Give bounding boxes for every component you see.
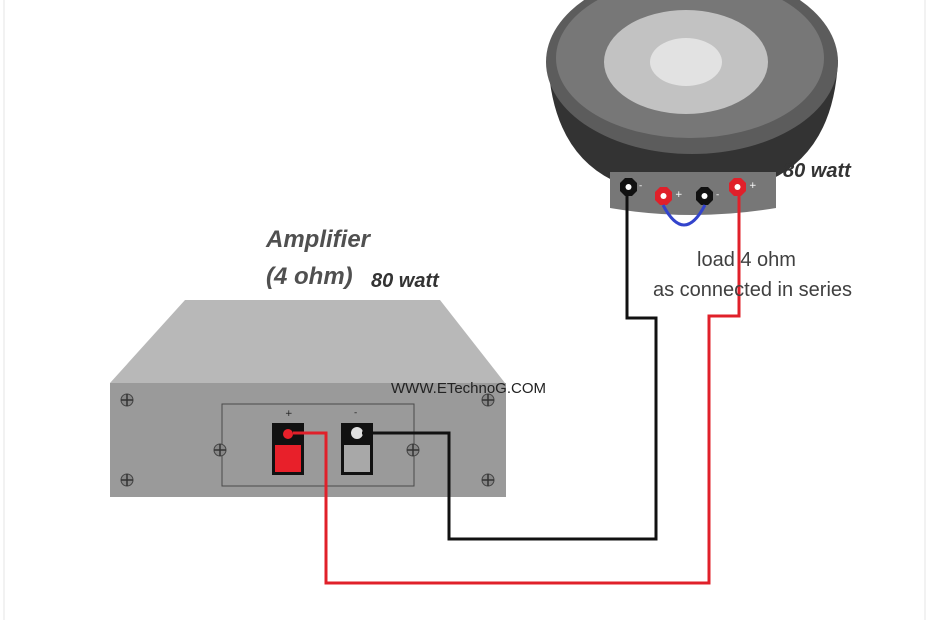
positive-wire <box>293 192 741 585</box>
series-jumper-wire <box>661 204 707 227</box>
amplifier-title: Amplifier <box>266 226 371 253</box>
speaker <box>546 0 838 227</box>
amp-negative-terminal[interactable] <box>341 423 373 475</box>
speaker-terminal-plus-1[interactable] <box>655 187 672 205</box>
amplifier-top-face <box>110 300 505 383</box>
screw-icon <box>120 393 134 407</box>
screw-icon <box>481 473 495 487</box>
speaker-dust-cap <box>650 38 722 86</box>
screw-icon <box>120 473 134 487</box>
speaker-power: 80 watt <box>783 160 851 182</box>
amp-minus-sign: - <box>354 408 358 418</box>
amplifier-terminal-panel <box>221 403 415 487</box>
amplifier-power: 80 watt <box>371 270 439 292</box>
speaker-terminal-plus-2[interactable] <box>729 178 746 196</box>
speaker-sign-1: - <box>639 181 643 191</box>
speaker-sign-3: - <box>716 190 720 200</box>
watermark-url: WWW.ETechnoG.COM <box>391 380 547 397</box>
speaker-terminal-minus-2[interactable] <box>696 187 713 205</box>
screw-icon <box>406 443 420 457</box>
amplifier <box>110 300 506 497</box>
screw-icon <box>481 393 495 407</box>
screw-icon <box>213 443 227 457</box>
speaker-sign-2: + <box>675 190 683 200</box>
speaker-terminal-plate <box>610 172 776 215</box>
load-note-line1: load 4 ohm <box>697 249 796 271</box>
load-note-line2: as connected in series <box>653 279 853 301</box>
amplifier-impedance: (4 ohm) <box>266 263 353 290</box>
speaker-terminal-minus-1[interactable] <box>620 178 637 196</box>
negative-wire <box>362 192 658 541</box>
speaker-sign-4: + <box>749 181 757 191</box>
amp-plus-sign: + <box>285 409 293 419</box>
amp-positive-terminal[interactable] <box>272 423 304 475</box>
